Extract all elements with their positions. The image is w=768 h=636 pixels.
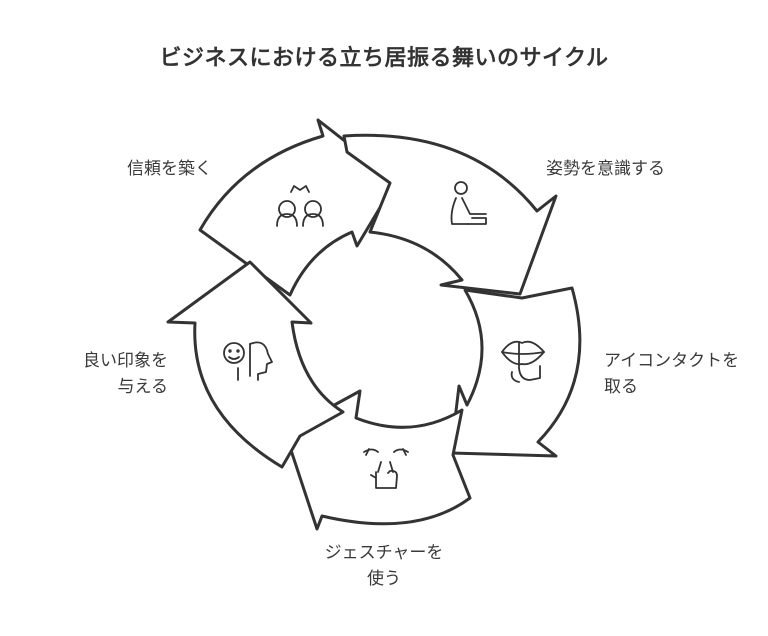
step-label-gesture: ジェスチャーを 使う xyxy=(300,540,468,592)
step-label-impression: 良い印象を 与える xyxy=(56,348,168,400)
step-label-line: 信頼を築く xyxy=(127,159,212,179)
posture-icon xyxy=(450,181,487,225)
step-label-posture: 姿勢を意識する xyxy=(546,156,665,182)
build-trust-icon xyxy=(276,185,324,227)
step-label-line: ジェスチャーを xyxy=(324,543,444,563)
cycle-segment-trust xyxy=(198,118,398,297)
step-label-line: 良い印象を xyxy=(83,351,168,371)
step-label-line: 取る xyxy=(604,377,638,397)
gesture-icon xyxy=(363,448,409,489)
step-label-line: 与える xyxy=(117,377,169,397)
diagram-title: ビジネスにおける立ち居振る舞いのサイクル xyxy=(159,46,609,71)
cycle-segment-gesture xyxy=(283,389,472,531)
step-label-line: 使う xyxy=(367,569,401,589)
step-label-line: 姿勢を意識する xyxy=(546,159,665,179)
good-impression-icon xyxy=(223,341,273,381)
step-label-trust: 信頼を築く xyxy=(127,156,212,182)
eye-contact-icon xyxy=(501,340,545,383)
step-label-line: アイコンタクトを xyxy=(604,351,740,371)
cycle-segment-posture xyxy=(342,133,558,296)
step-label-eye-contact: アイコンタクトを 取る xyxy=(604,348,739,400)
cycle-segment-eye-contact xyxy=(449,286,582,458)
cycle-segment-impression xyxy=(166,260,345,469)
